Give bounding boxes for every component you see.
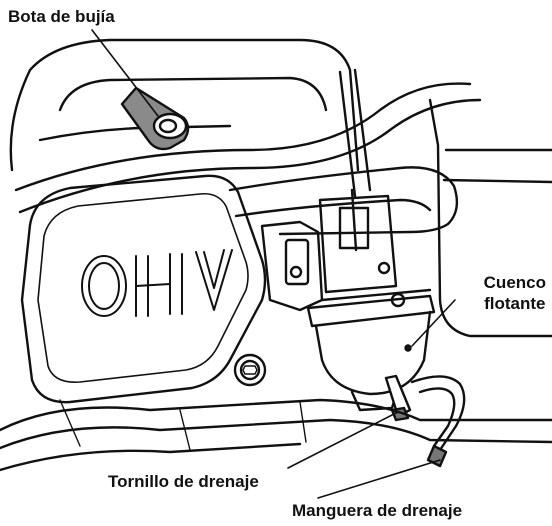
label-float-bowl-line2: flotante (484, 294, 546, 313)
base-plate (0, 398, 552, 432)
label-float-bowl: Cuenco flotante (484, 272, 546, 314)
top-housing (9, 38, 360, 172)
carburetor (260, 188, 432, 312)
label-float-bowl-line1: Cuenco (483, 273, 546, 292)
label-spark-plug-boot: Bota de bujía (8, 7, 115, 26)
label-drain-screw: Tornillo de drenaje (108, 472, 259, 491)
drain-hose (410, 375, 466, 452)
label-drain-hose: Manguera de drenaje (292, 501, 463, 520)
valve-cover (20, 174, 267, 404)
float-bowl (306, 294, 436, 412)
spark-plug-boot (120, 86, 190, 151)
fuel-hose (228, 166, 459, 236)
right-frame (428, 98, 552, 338)
cover-bolt (233, 353, 267, 387)
leader-lines (91, 29, 456, 499)
ohv-embossed-text (81, 249, 233, 317)
handle-bar (58, 76, 328, 112)
